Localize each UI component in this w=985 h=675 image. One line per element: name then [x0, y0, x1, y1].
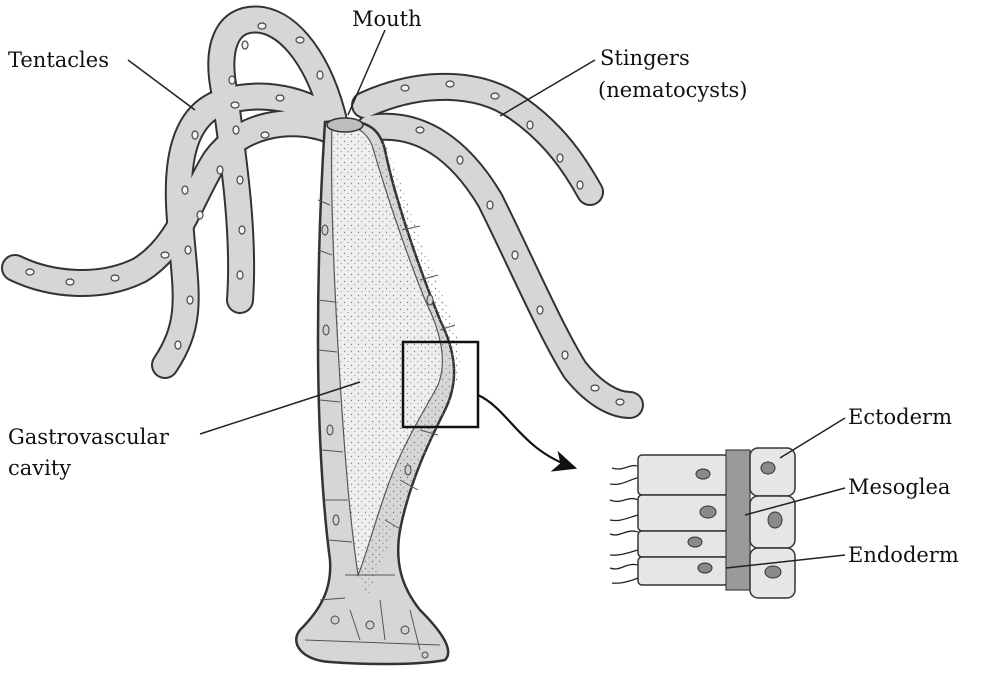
- label-nematocysts: (nematocysts): [598, 77, 747, 103]
- leader-stingers: [500, 60, 595, 116]
- label-cavity: cavity: [8, 455, 71, 481]
- label-ectoderm: Ectoderm: [848, 404, 952, 430]
- label-mesoglea: Mesoglea: [848, 474, 950, 500]
- leader-tentacles: [128, 60, 195, 110]
- mouth-opening: [327, 118, 363, 132]
- label-stingers: Stingers: [600, 45, 690, 71]
- mesoglea-layer: [726, 450, 750, 590]
- tissue-section: [610, 448, 795, 598]
- label-tentacles: Tentacles: [8, 47, 109, 73]
- label-endoderm: Endoderm: [848, 542, 959, 568]
- label-mouth: Mouth: [352, 6, 422, 32]
- label-gastrovascular: Gastrovascular: [8, 424, 169, 450]
- leader-ectoderm: [780, 418, 845, 458]
- magnification-arrow: [478, 395, 575, 468]
